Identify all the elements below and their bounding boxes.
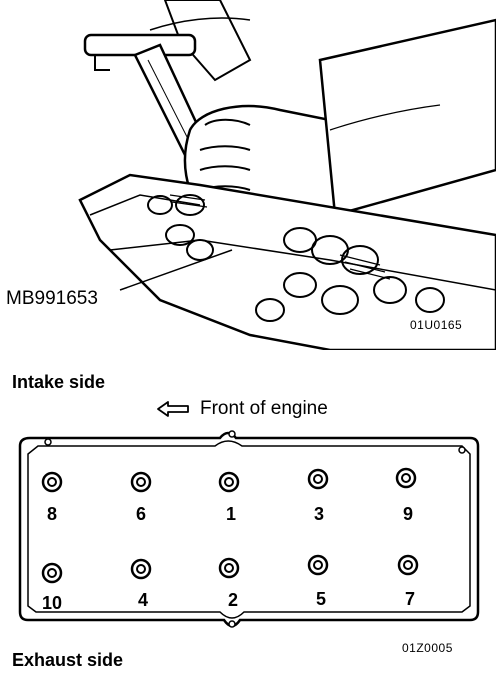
bolt-number: 8 bbox=[47, 504, 57, 524]
bolt-row-bottom bbox=[41, 554, 419, 584]
bolt-10 bbox=[41, 562, 63, 584]
bolt-1 bbox=[218, 471, 240, 493]
figure-code-bottom: 01Z0005 bbox=[402, 641, 453, 655]
bolt-row-top bbox=[41, 467, 417, 493]
left-arrow-icon bbox=[157, 401, 189, 417]
bolt-number: 2 bbox=[228, 590, 238, 610]
bolt-number: 3 bbox=[314, 504, 324, 524]
bolt-2 bbox=[218, 557, 240, 579]
front-of-engine-label: Front of engine bbox=[200, 398, 328, 419]
bolt-number: 5 bbox=[316, 589, 326, 609]
torque-wrench-illustration bbox=[78, 0, 496, 350]
tool-label: MB991653 bbox=[6, 288, 98, 309]
bolt-number: 1 bbox=[226, 504, 236, 524]
bolt-number: 7 bbox=[405, 589, 415, 609]
bolt-7 bbox=[397, 554, 419, 576]
exhaust-side-label: Exhaust side bbox=[12, 650, 124, 670]
bolt-number: 4 bbox=[138, 590, 148, 610]
figure-code-top: 01U0165 bbox=[410, 318, 463, 332]
bolt-number: 6 bbox=[136, 504, 146, 524]
bolt-number: 9 bbox=[403, 504, 413, 524]
front-of-engine: Front of engine bbox=[156, 398, 328, 420]
bolt-6 bbox=[130, 471, 152, 493]
intake-side-label: Intake side bbox=[12, 372, 106, 392]
bolt-4 bbox=[130, 558, 152, 580]
bolt-5 bbox=[307, 554, 329, 576]
cylinder-head-outline: 8 6 1 3 9 10 4 2 5 7 bbox=[18, 430, 480, 628]
bolt-3 bbox=[307, 468, 329, 490]
bolt-9 bbox=[395, 467, 417, 489]
bolt-8 bbox=[41, 471, 63, 493]
bolt-number: 10 bbox=[42, 593, 62, 613]
